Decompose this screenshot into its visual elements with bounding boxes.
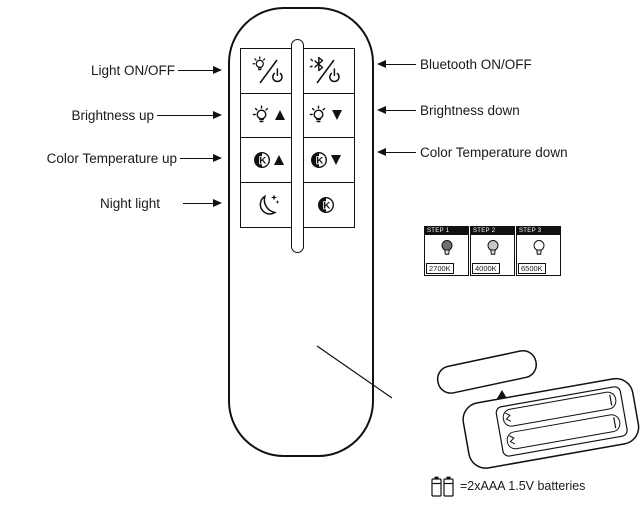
button-brightness-down — [297, 94, 354, 138]
kelvin-letter: K — [317, 155, 324, 166]
kelvin-letter: K — [260, 155, 267, 166]
callout-color-temp-up: Color Temperature up — [47, 149, 222, 167]
power-icon — [271, 68, 283, 82]
callout-brightness-down: Brightness down — [377, 101, 520, 119]
label-brightness-down: Brightness down — [420, 102, 520, 118]
remote-back-body — [462, 377, 640, 469]
color-temp-icon: K — [311, 151, 328, 168]
button-color-temp-up: K — [241, 138, 298, 183]
bulb-icon — [252, 105, 269, 123]
down-triangle-icon — [332, 110, 343, 121]
label-light-onoff: Light ON/OFF — [90, 62, 175, 78]
step-value: 6500K — [518, 263, 546, 274]
callout-light-onoff: Light ON/OFF — [91, 61, 222, 79]
cct-step-3: STEP 3 6500K — [516, 226, 561, 276]
color-temp-icon: K — [317, 196, 334, 213]
label-color-temp-up: Color Temperature up — [46, 150, 177, 166]
power-icon — [328, 68, 340, 82]
kelvin-letter: K — [323, 200, 330, 211]
battery-note: =2xAAA 1.5V batteries — [430, 473, 585, 499]
button-night-light — [241, 182, 298, 227]
callout-color-temp-down: Color Temperature down — [377, 143, 568, 161]
label-bluetooth-onoff: Bluetooth ON/OFF — [420, 56, 532, 72]
bulb-icon — [252, 56, 265, 70]
step-value: 2700K — [426, 263, 454, 274]
spring-icon — [509, 435, 516, 445]
arrow-right-icon — [178, 66, 222, 74]
label-night-light: Night light — [99, 195, 160, 211]
spring-icon — [505, 412, 512, 422]
label-color-temp-down: Color Temperature down — [420, 144, 568, 160]
up-triangle-icon — [274, 154, 285, 165]
light-onoff-icon — [252, 56, 283, 84]
arrow-left-icon — [377, 106, 416, 114]
battery-compartment-illustration — [436, 349, 640, 469]
arrow-right-icon — [183, 199, 222, 207]
button-light-onoff — [241, 49, 298, 94]
label-brightness-up: Brightness up — [71, 107, 154, 123]
star-icon — [275, 199, 280, 204]
remote-center-slot — [291, 39, 304, 253]
down-triangle-icon — [331, 154, 342, 165]
step-bulb-icon — [485, 238, 501, 263]
button-color-temp-down: K — [297, 138, 354, 183]
button-bluetooth-onoff — [297, 49, 354, 94]
cct-step-1: STEP 1 2700K — [424, 226, 469, 276]
step-bulb-icon — [439, 238, 455, 263]
cct-steps-panel: STEP 1 2700K STEP 2 4000K STEP 3 — [424, 226, 562, 276]
bulb-icon — [309, 105, 326, 123]
star-icon — [270, 194, 277, 201]
arrow-right-icon — [157, 111, 222, 119]
step-bulb-icon — [531, 238, 547, 263]
slash-icon — [316, 59, 335, 84]
step-value: 4000K — [472, 263, 500, 274]
arrow-left-icon — [377, 60, 416, 68]
slash-icon — [259, 59, 278, 84]
step-title: STEP 3 — [517, 227, 560, 235]
aaa-batteries-icon — [431, 476, 454, 497]
callout-bluetooth-onoff: Bluetooth ON/OFF — [377, 55, 532, 73]
callout-brightness-up: Brightness up — [71, 106, 222, 124]
step-title: STEP 1 — [425, 227, 468, 235]
up-triangle-icon — [275, 110, 286, 121]
bluetooth-onoff-icon — [309, 56, 340, 84]
battery-cover — [436, 349, 537, 394]
arrow-right-icon — [180, 154, 222, 162]
callout-night-light: Night light — [100, 194, 222, 212]
cct-step-2: STEP 2 4000K — [470, 226, 515, 276]
battery-note-text: =2xAAA 1.5V batteries — [460, 479, 586, 493]
color-temp-icon: K — [254, 151, 271, 168]
bluetooth-icon — [309, 56, 323, 71]
step-title: STEP 2 — [471, 227, 514, 235]
night-light-icon — [259, 194, 280, 215]
button-color-temp-cycle: K — [298, 183, 355, 228]
arrow-left-icon — [377, 148, 416, 156]
button-brightness-up — [241, 93, 298, 138]
